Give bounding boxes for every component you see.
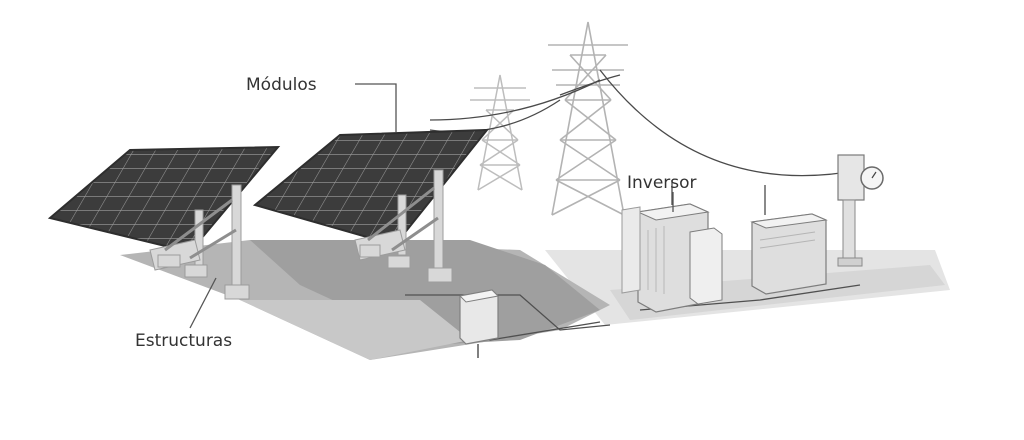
combiner-box [458,289,500,358]
label-leader-lines [189,83,674,329]
leader-estructuras [189,277,217,329]
transmission-tower-left [470,74,530,191]
solar-array-right [252,128,490,283]
power-lines [429,69,861,215]
label-modulos: Módulos [246,75,317,95]
leader-modulos [355,83,397,132]
support-structure-right [354,169,453,283]
solar-array-left [47,145,281,300]
solar-panel-right [252,128,490,247]
label-inversor: Inversor [627,173,697,193]
utility-meter [837,154,884,267]
solar-panel-left [47,145,281,254]
inverter-unit [621,203,723,313]
label-estructuras: Estructuras [135,331,233,351]
ground-center-area [250,240,600,345]
support-structure-left [149,184,250,300]
ground-lower-area [240,300,470,360]
transmission-tower-center [548,21,628,216]
transformer-cabinet [750,213,828,295]
